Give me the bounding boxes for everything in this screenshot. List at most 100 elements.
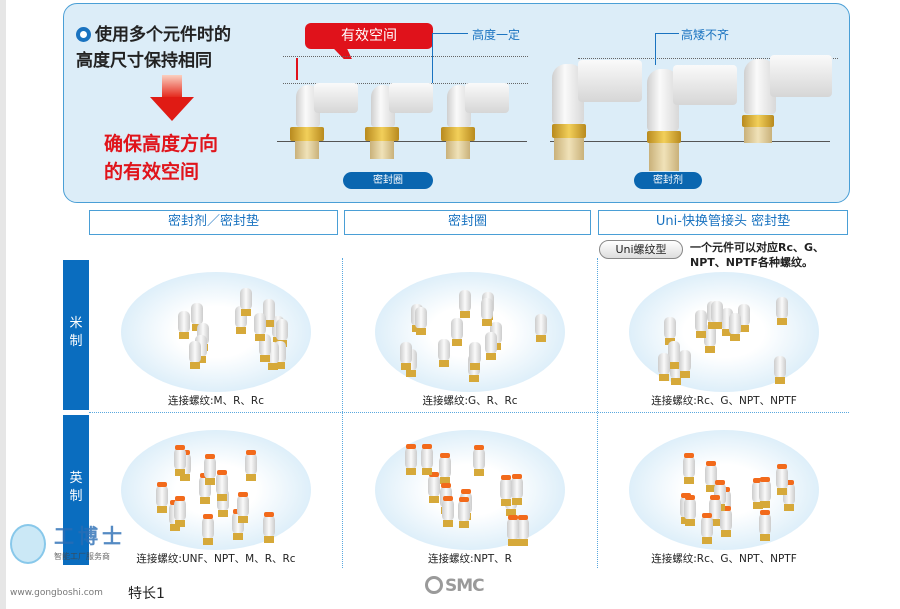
fitting-thumbnail [405, 443, 418, 475]
fitting-thumbnail [710, 300, 723, 329]
fitting-thumbnail [190, 303, 203, 332]
fitting-thumbnail [704, 461, 717, 493]
smc-logo-icon [425, 576, 443, 594]
thread-caption: 连接螺纹:M、R、Rc [168, 395, 264, 407]
fitting-thumbnail [438, 339, 451, 368]
fitting-thumbnail [173, 495, 186, 527]
fitting-thumbnail [216, 469, 229, 501]
thread-caption: 连接螺纹:NPT、R [428, 553, 512, 565]
product-cell: 连接螺纹:Rc、G、NPT、NPTF [599, 260, 849, 410]
uneven-top-line [578, 58, 838, 59]
fitting-thumbnail [517, 515, 530, 547]
fitting-thumbnail [776, 463, 789, 495]
product-photo [629, 430, 819, 550]
leader-line [432, 33, 468, 83]
thread-caption: 连接螺纹:Rc、G、NPT、NPTF [651, 395, 797, 407]
result-line1: 确保高度方向 [104, 133, 219, 155]
fitting-thumbnail [236, 491, 249, 523]
smc-logo: SMC [425, 576, 485, 596]
fitting-thumbnail [458, 289, 471, 318]
uni-note-line1: 一个元件可以对应Rc、G、 [690, 241, 825, 254]
baseline [277, 141, 527, 142]
column-header-seal-ring: 密封圈 [344, 210, 591, 235]
bullet-icon [76, 27, 91, 42]
logo-text: SMC [445, 576, 485, 596]
row-label-imperial: 英制 [63, 415, 89, 565]
heading-line2: 高度尺寸保持相同 [76, 51, 212, 71]
row-divider [89, 412, 849, 413]
fitting-thumbnail [534, 313, 547, 342]
label-height-uneven: 高矮不齐 [681, 28, 730, 42]
top-dotted-line [283, 56, 528, 57]
fitting-thumbnail [428, 472, 441, 504]
product-cell: 连接螺纹:Rc、G、NPT、NPTF [599, 418, 849, 568]
height-arrow-icon [296, 58, 298, 80]
fitting-thumbnail [499, 474, 512, 506]
fitting-thumbnail [155, 482, 168, 514]
fitting-thumbnail [441, 495, 454, 527]
fitting-thumbnail [694, 309, 707, 338]
fitting-thumbnail [201, 513, 214, 545]
uni-note: 一个元件可以对应Rc、G、 NPT、NPTF各种螺纹。 [690, 240, 824, 270]
fitting-thumbnail [188, 341, 201, 370]
fitting-thumbnail [511, 474, 524, 506]
product-photo [375, 272, 565, 392]
fitting-thumbnail [457, 496, 470, 528]
uni-note-line2: NPT、NPTF各种螺纹。 [690, 256, 814, 269]
fitting-thumbnail [240, 288, 253, 317]
result-line2: 的有效空间 [104, 161, 200, 183]
fitting-thumbnail [758, 477, 771, 509]
label-height-constant: 高度一定 [472, 28, 521, 42]
thread-caption: 连接螺纹:Rc、G、NPT、NPTF [651, 553, 797, 565]
watermark: 工博士 智能工厂服务商 www.gongboshi.com [8, 520, 128, 605]
fitting-thumbnail [480, 298, 493, 327]
fitting-thumbnail [720, 505, 733, 537]
fitting-thumbnail [683, 495, 696, 527]
mascot-icon [10, 524, 46, 564]
product-cell: 连接螺纹:M、R、Rc [91, 260, 341, 410]
column-divider [597, 258, 598, 568]
row-label-text: 米制 [69, 316, 83, 349]
fitting-thumbnail [663, 316, 676, 345]
fitting-thumbnail [451, 317, 464, 346]
fitting-thumbnail [472, 445, 485, 477]
fitting-thumbnail [758, 510, 771, 542]
thread-caption: 连接螺纹:UNF、NPT、M、R、Rc [136, 553, 296, 565]
row-label-metric: 米制 [63, 260, 89, 410]
fitting-thumbnail [709, 495, 722, 527]
fitting-thumbnail [177, 310, 190, 339]
product-photo [121, 272, 311, 392]
down-arrow-icon [150, 75, 194, 123]
product-cell: 连接螺纹:UNF、NPT、M、R、Rc [91, 418, 341, 568]
fitting-thumbnail [485, 331, 498, 360]
fitting-thumbnail [173, 445, 186, 477]
product-cell: 连接螺纹:G、R、Rc [345, 260, 595, 410]
fitting-thumbnail [774, 355, 787, 384]
fitting-thumbnail [658, 352, 670, 381]
watermark-brand: 工博士 [54, 524, 126, 548]
fitting-thumbnail [203, 453, 216, 485]
row-label-text: 英制 [69, 471, 83, 504]
tag-seal-ring: 密封圈 [343, 172, 433, 189]
column-header-sealant: 密封剂／密封垫 [89, 210, 338, 235]
thread-caption: 连接螺纹:G、R、Rc [422, 395, 518, 407]
uni-thread-badge: Uni螺纹型 [599, 240, 683, 259]
fitting-thumbnail [703, 324, 716, 353]
fitting-thumbnail [420, 443, 433, 475]
fitting-thumbnail [667, 341, 680, 370]
product-photo [629, 272, 819, 392]
fitting-thumbnail [244, 449, 257, 481]
effective-space-callout: 有效空间 [305, 23, 433, 49]
fitting-thumbnail [728, 313, 741, 342]
fitting-thumbnail [400, 341, 413, 370]
baseline [550, 141, 830, 142]
fitting-thumbnail [414, 307, 427, 335]
column-divider [342, 258, 343, 568]
fitting-thumbnail [701, 512, 714, 544]
leader-line [655, 33, 679, 65]
product-photo [375, 430, 565, 550]
panel-heading: 使用多个元件时的高度尺寸保持相同 [76, 22, 231, 74]
heading-line1: 使用多个元件时的 [95, 25, 231, 45]
page-number: 特长1 [128, 586, 165, 602]
fitting-thumbnail [506, 515, 519, 547]
